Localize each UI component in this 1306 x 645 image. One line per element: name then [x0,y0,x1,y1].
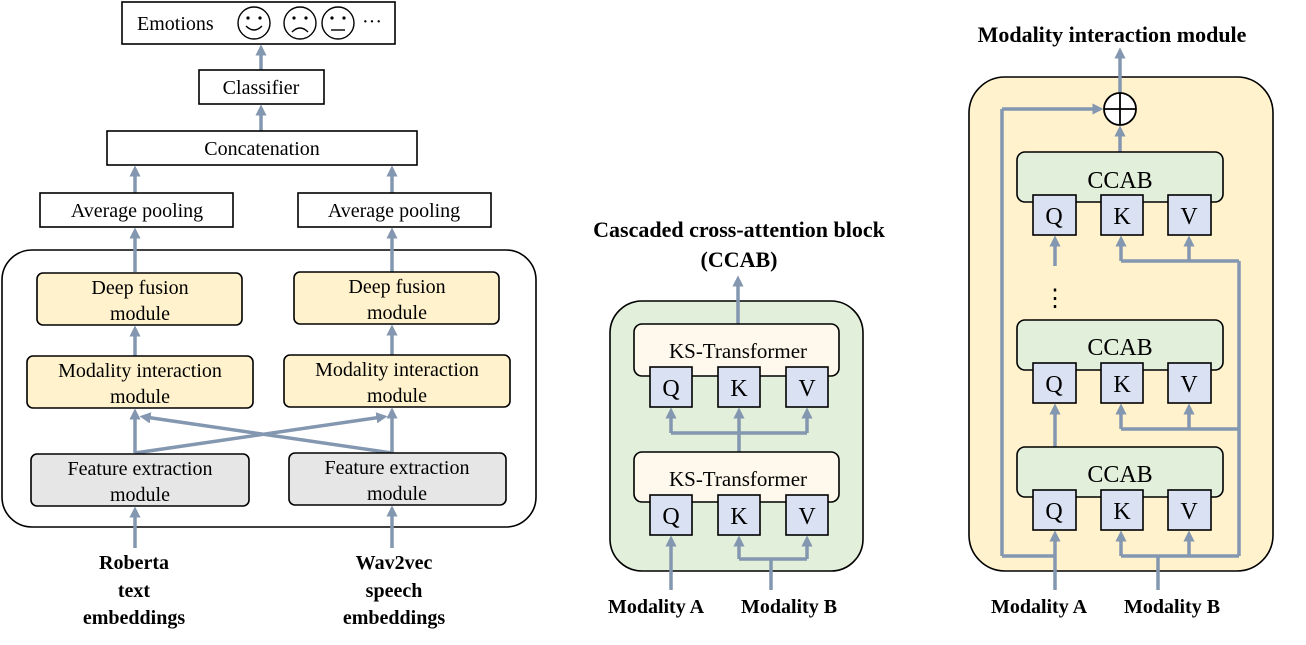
input-left-line1: Roberta [99,552,169,574]
avg-pool-right-label: Average pooling [328,200,460,222]
ccab-bottom-label: CCAB [1087,462,1152,488]
fe-left-line1: Feature extraction [68,458,213,480]
svg-text:Q: Q [1045,372,1062,398]
ks-top-label: KS-Transformer [669,339,807,363]
svg-text:V: V [1180,372,1198,398]
deep-fusion-left-box [36,272,243,326]
avg-pool-right-box [297,192,492,228]
concatenation-label: Concatenation [204,138,320,160]
classifier-label: Classifier [223,77,300,99]
classifier-box [198,69,325,105]
input-left-line2: text [118,580,151,602]
mim-right-box [283,354,511,408]
fe-right-line1: Feature extraction [325,457,470,479]
deep-fusion-right-line2: module [367,302,427,324]
feature-extraction-left-box [30,453,250,507]
input-right-line2: speech [366,580,423,602]
ks-bottom-label: KS-Transformer [669,467,807,491]
deep-fusion-left-line2: module [110,303,170,325]
ccab-title-line2: (CCAB) [701,247,778,272]
fe-right-line2: module [367,483,427,505]
ellipsis-dots: ⋮ [1043,286,1067,312]
mim-left-line1: Modality interaction [58,360,222,382]
ccab-panel: Cascaded cross-attention block (CCAB) KS… [593,217,885,618]
ccab-modality-a: Modality A [608,596,705,618]
mim-left-box [26,355,254,409]
deep-fusion-right-line1: Deep fusion [348,276,445,298]
svg-text:K: K [1113,372,1131,398]
ccab-modality-b: Modality B [741,596,837,618]
input-right-line3: embeddings [343,607,445,629]
ks-top-v [785,366,829,408]
ccab-mid-label: CCAB [1087,335,1152,361]
feature-extraction-right-box [288,452,507,506]
svg-text:K: K [1113,204,1131,230]
ccab-top-label: CCAB [1087,168,1152,194]
svg-text:Q: Q [1045,499,1062,525]
deep-fusion-right-box [293,271,500,325]
ccab-mid-v [1167,362,1212,404]
mim-modality-b: Modality B [1124,596,1220,618]
ccab-top-k [1100,194,1144,236]
mim-panel: Modality interaction module CCAB Q K V [968,22,1274,618]
avg-pool-left-label: Average pooling [71,200,203,222]
svg-text:Q: Q [662,504,679,530]
left-panel: Emotions ··· Classifier Concatenation [1,1,537,629]
mim-right-line1: Modality interaction [315,359,479,381]
svg-text:V: V [798,504,816,530]
happy-face-icon [237,6,271,40]
ks-bottom-q [649,494,693,536]
svg-text:Q: Q [662,376,679,402]
concatenation-box [106,130,418,166]
svg-text:V: V [1180,499,1198,525]
ks-top-q [649,366,693,408]
ccab-bottom-q [1032,489,1077,531]
add-icon [1103,92,1137,126]
ccab-title-line1: Cascaded cross-attention block [593,217,885,242]
svg-text:K: K [730,504,748,530]
deep-fusion-left-line1: Deep fusion [91,277,188,299]
mim-right-line2: module [367,385,427,407]
svg-text:V: V [1180,204,1198,230]
emotions-more: ··· [362,11,382,33]
svg-text:V: V [798,376,816,402]
avg-pool-left-box [39,192,234,228]
mim-left-line2: module [110,386,170,408]
svg-text:K: K [730,376,748,402]
mim-modality-a: Modality A [991,596,1088,618]
ks-top-k [717,366,761,408]
svg-text:K: K [1113,499,1131,525]
fe-left-line2: module [110,484,170,506]
ccab-top-v [1167,194,1212,236]
ccab-mid-k [1100,362,1144,404]
ccab-top-q [1032,194,1077,236]
ks-bottom-v [785,494,829,536]
mim-title: Modality interaction module [978,22,1247,47]
ccab-mid-q [1032,362,1077,404]
ks-bottom-k [717,494,761,536]
ccab-bottom-k [1100,489,1144,531]
input-left-line3: embeddings [83,607,185,629]
ccab-bottom-v [1167,489,1212,531]
neutral-face-icon [321,6,355,40]
sad-face-icon [283,6,317,40]
emotions-label: Emotions [137,13,214,35]
emotions-box [121,1,396,45]
svg-text:Q: Q [1045,204,1062,230]
input-right-line1: Wav2vec [356,552,433,574]
